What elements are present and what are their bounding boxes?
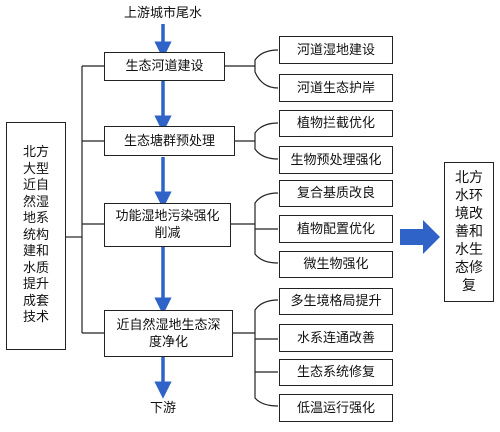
result-line: 复 <box>462 278 476 294</box>
result-line: 水生 <box>455 242 483 258</box>
sub-box: 河道湿地建设 <box>279 36 393 64</box>
sub-box: 低温运行强化 <box>279 394 393 422</box>
left-title-line: 大型 <box>22 161 49 177</box>
stage-box-natural-wetland: 近自然湿地生态深度净化 <box>104 310 233 357</box>
result-line: 态修 <box>455 260 483 276</box>
left-title-line: 水质 <box>22 260 49 276</box>
left-title-line: 然湿 <box>22 194 49 210</box>
sub-box: 植物拦截优化 <box>279 110 393 137</box>
stage-box-river-construction: 生态河道建设 <box>104 52 225 81</box>
stage-4-bracket <box>233 299 279 407</box>
sub-box: 水系连通改善 <box>279 324 393 352</box>
sub-label: 生物预处理强化 <box>290 152 382 168</box>
sub-label: 河道生态护岸 <box>296 80 375 96</box>
result-box: 北方水环境改善和水生态修复 <box>444 162 494 302</box>
stage-label: 生态塘群预处理 <box>123 133 215 149</box>
stage-1-bracket <box>225 49 279 89</box>
left-title-line: 技术 <box>22 310 49 326</box>
left-bracket <box>66 65 104 334</box>
sub-label: 微生物强化 <box>303 257 369 272</box>
sub-label: 生态系统修复 <box>296 365 375 380</box>
result-line: 北方 <box>455 170 483 186</box>
stage-label: 生态河道建设 <box>125 59 204 74</box>
sub-label: 多生境格局提升 <box>290 294 382 309</box>
sub-label: 水系连通改善 <box>296 330 375 346</box>
stage-label: 近自然湿地生态深度净化 <box>116 317 221 350</box>
sub-box: 生态系统修复 <box>279 359 393 386</box>
left-title-line: 成套 <box>22 293 49 309</box>
result-line: 善和 <box>455 224 483 240</box>
top-label: 上游城市尾水 <box>123 6 202 21</box>
left-title-line: 提升 <box>22 277 49 293</box>
left-title-line: 地系 <box>22 211 49 227</box>
stage-box-pond-pretreatment: 生态塘群预处理 <box>104 126 235 156</box>
sub-box: 植物配置优化 <box>279 215 393 243</box>
left-title-line: 建和 <box>22 244 49 260</box>
bottom-label: 下游 <box>149 401 176 416</box>
stage-label: 功能湿地污染强化削减 <box>115 209 220 241</box>
left-title-box: 北方大型近自然湿地系统构建和水质提升成套技术 <box>6 122 66 350</box>
result-line: 水环 <box>455 188 483 204</box>
result-line: 境改 <box>455 206 483 222</box>
stage-box-functional-wetland: 功能湿地污染强化削减 <box>104 203 231 247</box>
sub-box: 复合基质改良 <box>279 180 393 207</box>
sub-label: 植物配置优化 <box>296 221 375 237</box>
sub-label: 低温运行强化 <box>296 400 375 416</box>
sub-label: 植物拦截优化 <box>296 116 375 131</box>
stage-3-bracket <box>231 192 279 264</box>
result-arrow <box>400 220 440 254</box>
sub-box: 生物预处理强化 <box>279 146 393 174</box>
left-title-line: 统构 <box>22 227 49 243</box>
sub-label: 复合基质改良 <box>296 186 375 201</box>
stage-2-bracket <box>235 122 279 160</box>
sub-box: 微生物强化 <box>279 251 393 278</box>
sub-box: 河道生态护岸 <box>279 74 393 102</box>
left-title-line: 近自 <box>22 178 49 194</box>
sub-box: 多生境格局提升 <box>279 288 393 315</box>
sub-label: 河道湿地建设 <box>296 42 375 58</box>
left-title-line: 北方 <box>22 145 49 161</box>
